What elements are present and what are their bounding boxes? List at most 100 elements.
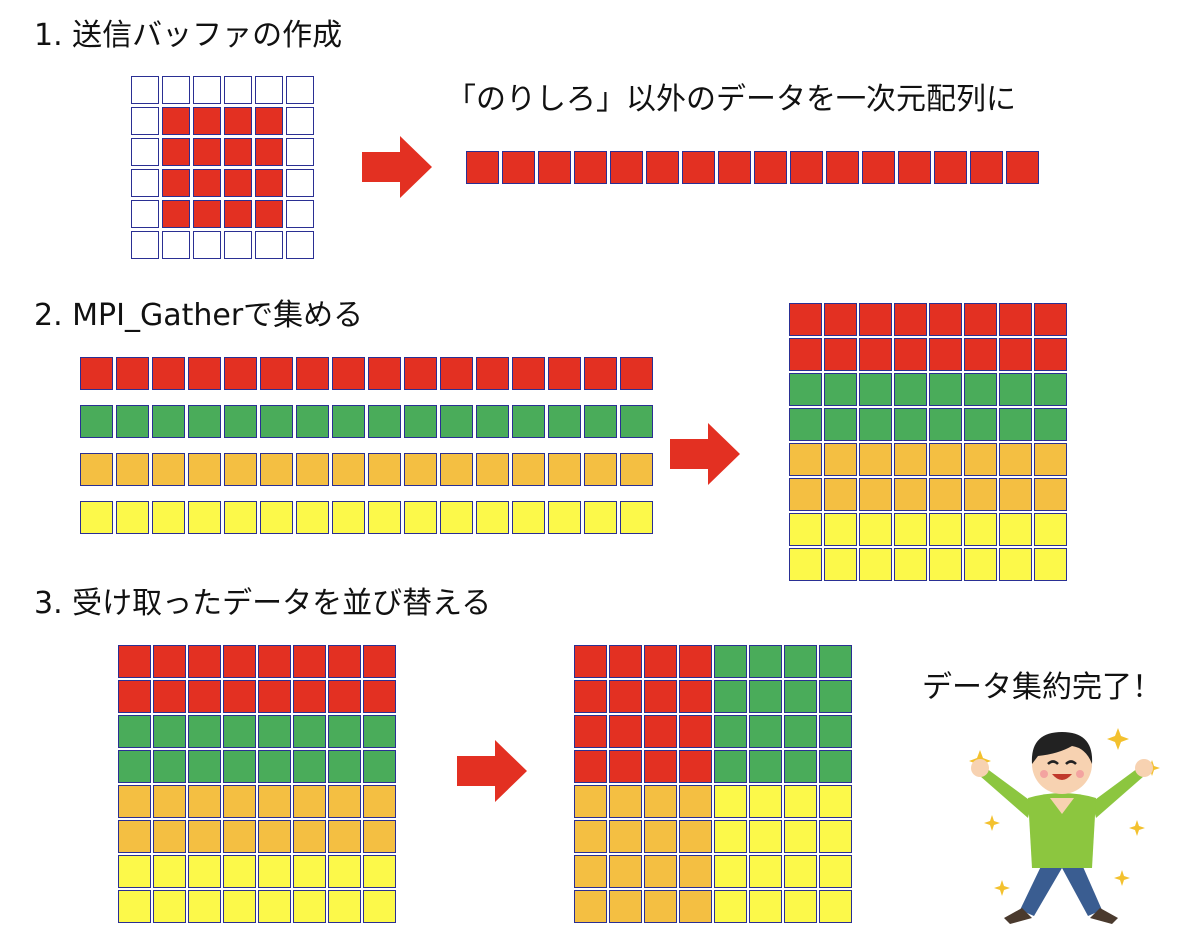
orange-cell <box>609 785 642 818</box>
green-cell <box>859 408 892 441</box>
red-cell <box>789 338 822 371</box>
orange-cell <box>999 478 1032 511</box>
received-grid <box>118 645 396 923</box>
green-cell <box>328 715 361 748</box>
green-cell <box>819 680 852 713</box>
red-cell <box>188 357 221 390</box>
empty-cell <box>131 76 159 104</box>
red-cell <box>1034 303 1067 336</box>
red-cell <box>609 750 642 783</box>
orange-cell <box>223 820 256 853</box>
green-cell <box>789 408 822 441</box>
red-cell <box>1034 338 1067 371</box>
yellow-cell <box>999 513 1032 546</box>
orange-cell <box>548 453 581 486</box>
empty-cell <box>131 169 159 197</box>
orange-cell <box>824 478 857 511</box>
orange-cell <box>153 820 186 853</box>
yellow-cell <box>258 890 291 923</box>
red-cell <box>224 200 252 228</box>
red-cell <box>964 338 997 371</box>
green-cell <box>223 750 256 783</box>
red-cell <box>789 303 822 336</box>
green-cell <box>293 715 326 748</box>
green-cell <box>80 405 113 438</box>
yellow-cell <box>784 820 817 853</box>
empty-cell <box>193 76 221 104</box>
yellow-cell <box>153 890 186 923</box>
red-cell <box>718 151 751 184</box>
done-text: データ集約完了！ <box>922 670 1162 705</box>
orange-cell <box>964 478 997 511</box>
green-cell <box>584 405 617 438</box>
yellow-cell <box>188 855 221 888</box>
yellow-cell <box>749 890 782 923</box>
red-cell <box>162 200 190 228</box>
red-cell <box>363 680 396 713</box>
green-cell <box>749 750 782 783</box>
red-cell <box>574 750 607 783</box>
red-cell <box>224 169 252 197</box>
orange-cell <box>789 478 822 511</box>
red-cell <box>934 151 967 184</box>
orange-cell <box>609 855 642 888</box>
yellow-cell <box>260 501 293 534</box>
green-cell <box>714 750 747 783</box>
red-cell <box>644 715 677 748</box>
green-cell <box>363 750 396 783</box>
red-cell <box>255 200 283 228</box>
yellow-cell <box>819 785 852 818</box>
yellow-cell <box>784 855 817 888</box>
step1-title: 1. 送信バッファの作成 <box>34 18 343 53</box>
arrow-shape <box>457 740 527 802</box>
green-cell <box>116 405 149 438</box>
green-cell <box>749 715 782 748</box>
yellow-cell <box>152 501 185 534</box>
orange-cell <box>574 890 607 923</box>
red-cell <box>118 645 151 678</box>
red-cell <box>153 680 186 713</box>
step2-title: 2. MPI_Gatherで集める <box>34 298 364 333</box>
green-cell <box>328 750 361 783</box>
orange-cell <box>644 820 677 853</box>
red-cell <box>584 357 617 390</box>
orange-cell <box>609 890 642 923</box>
red-cell <box>999 338 1032 371</box>
yellow-cell <box>328 855 361 888</box>
orange-cell <box>260 453 293 486</box>
yellow-cell <box>293 890 326 923</box>
yellow-cell <box>118 855 151 888</box>
orange-cell <box>964 443 997 476</box>
yellow-cell <box>964 513 997 546</box>
red-cell <box>646 151 679 184</box>
green-cell <box>964 373 997 406</box>
green-cell <box>824 408 857 441</box>
yellow-cell <box>819 855 852 888</box>
green-cell <box>894 408 927 441</box>
green-cell <box>363 715 396 748</box>
step3-title: 3. 受け取ったデータを並び替える <box>34 586 492 621</box>
orange-cell <box>644 855 677 888</box>
yellow-cell <box>894 548 927 581</box>
red-cell <box>824 303 857 336</box>
green-cell <box>153 750 186 783</box>
yellow-cell <box>363 890 396 923</box>
orange-cell <box>584 453 617 486</box>
yellow-cell <box>153 855 186 888</box>
red-cell <box>538 151 571 184</box>
orange-cell <box>188 820 221 853</box>
green-cell <box>859 373 892 406</box>
orange-cell <box>620 453 653 486</box>
orange-cell <box>224 453 257 486</box>
red-cell <box>118 680 151 713</box>
yellow-cell <box>1034 513 1067 546</box>
orange-cell <box>258 820 291 853</box>
red-cell <box>1006 151 1039 184</box>
red-cell <box>255 138 283 166</box>
yellow-cell <box>784 785 817 818</box>
red-cell <box>859 303 892 336</box>
green-cell <box>153 715 186 748</box>
red-cell <box>188 645 221 678</box>
yellow-cell <box>894 513 927 546</box>
yellow-cell <box>789 548 822 581</box>
